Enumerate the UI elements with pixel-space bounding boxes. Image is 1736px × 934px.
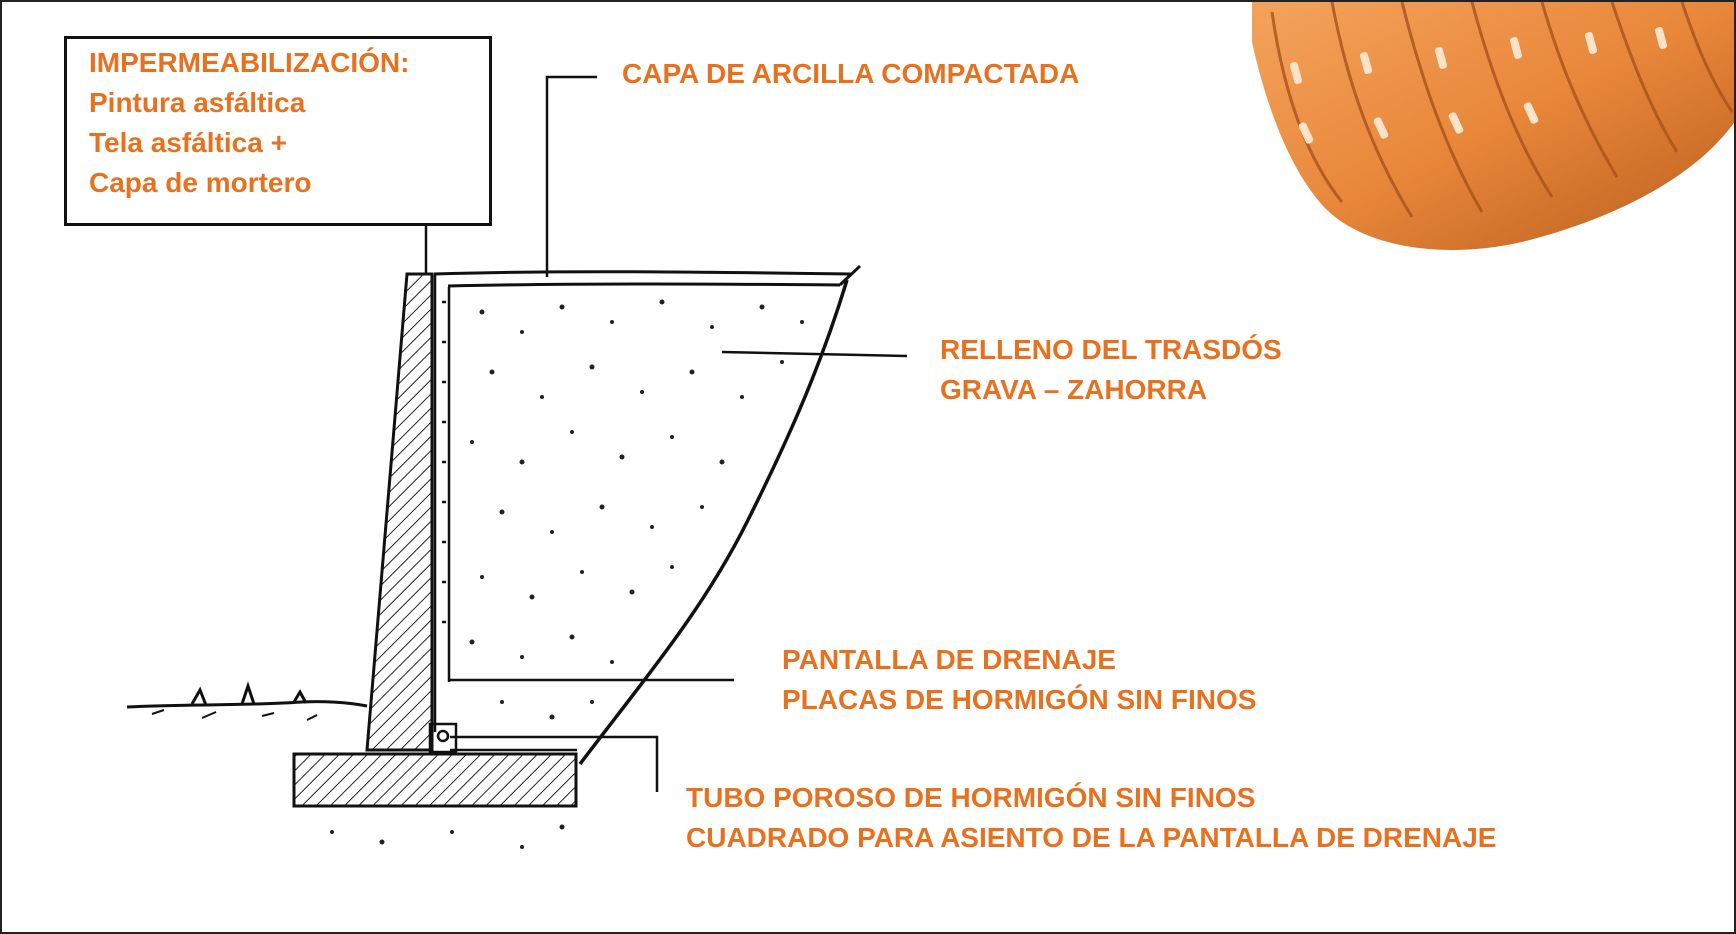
clay-layer [433,264,862,288]
corrugated-pipe-icon [1252,2,1734,250]
gravel-fill [330,299,804,849]
leader-lines [424,75,908,792]
backfill-label: RELLENO DEL TRASDÓS GRAVA – ZAHORRA [940,330,1282,410]
ground-line [126,681,368,721]
waterproofing-box: IMPERMEABILIZACIÓN: Pintura asfáltica Te… [64,36,492,226]
porous-pipe-label-line-2: CUADRADO PARA ASIENTO DE LA PANTALLA DE … [686,822,1497,853]
porous-pipe-label: TUBO POROSO DE HORMIGÓN SIN FINOS CUADRA… [686,778,1496,858]
drainage-base [428,722,577,754]
waterproofing-layer [433,274,451,732]
drain-screen-label-line-2: PLACAS DE HORMIGÓN SIN FINOS [782,684,1257,715]
waterproofing-line-2: Tela asfáltica + [89,127,287,158]
drain-screen-label: PANTALLA DE DRENAJE PLACAS DE HORMIGÓN S… [782,640,1256,720]
backfill-label-line-2: GRAVA – ZAHORRA [940,374,1208,405]
wall-footing [292,752,578,808]
waterproofing-title: IMPERMEABILIZACIÓN: [89,47,410,78]
waterproofing-label: IMPERMEABILIZACIÓN: Pintura asfáltica Te… [67,39,489,203]
waterproofing-line-1: Pintura asfáltica [89,87,306,118]
drain-screen-label-line-1: PANTALLA DE DRENAJE [782,644,1116,675]
wall-stem [365,272,434,752]
backfill-label-line-1: RELLENO DEL TRASDÓS [940,334,1282,365]
waterproofing-line-3: Capa de mortero [89,167,312,198]
backfill-slope [578,279,849,766]
porous-pipe-label-line-1: TUBO POROSO DE HORMIGÓN SIN FINOS [686,782,1256,813]
clay-layer-label: CAPA DE ARCILLA COMPACTADA [622,58,1080,89]
